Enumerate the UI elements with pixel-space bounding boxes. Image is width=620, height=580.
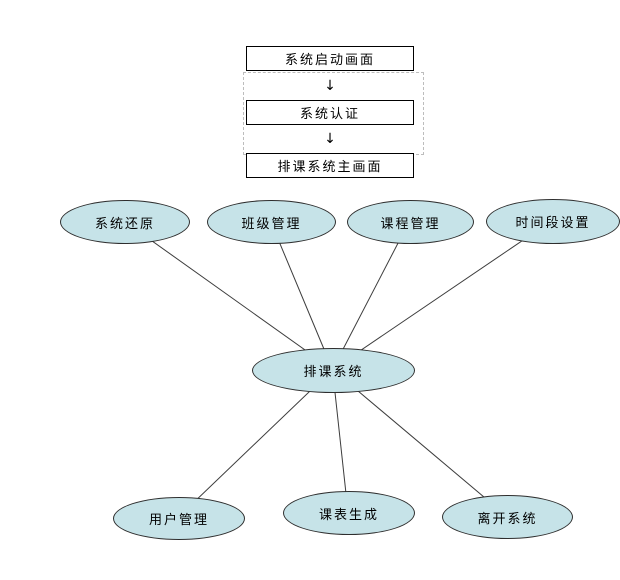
node-scheduling-system-center: 排课系统 xyxy=(252,348,415,393)
node-course-management: 课程管理 xyxy=(347,200,474,244)
node-exit-system: 离开系统 xyxy=(442,495,573,539)
flow-box-authentication: 系统认证 xyxy=(246,100,414,125)
down-arrow-icon: ↓ xyxy=(324,131,336,147)
node-label: 排课系统 xyxy=(303,365,364,380)
node-label: 课程管理 xyxy=(380,216,441,232)
node-user-management: 用户管理 xyxy=(113,497,245,540)
flow-box-startup-screen: 系统启动画面 xyxy=(246,46,414,71)
line-center-to-course xyxy=(332,220,410,370)
down-arrow-icon: ↓ xyxy=(324,78,336,94)
node-timeslot-settings: 时间段设置 xyxy=(486,199,620,244)
flow-box-main-screen: 排课系统主画面 xyxy=(246,153,414,178)
line-center-to-time xyxy=(332,220,553,370)
node-label: 离开系统 xyxy=(477,511,538,527)
flow-box-startup-label: 系统启动画面 xyxy=(284,53,375,68)
node-system-restore: 系统还原 xyxy=(60,200,190,244)
line-center-to-table xyxy=(332,369,349,513)
node-label: 系统还原 xyxy=(94,216,155,232)
line-center-to-user xyxy=(177,369,333,518)
node-label: 班级管理 xyxy=(241,216,302,232)
flow-box-main-screen-label: 排课系统主画面 xyxy=(277,160,383,175)
line-center-to-class xyxy=(270,220,333,370)
node-class-management: 班级管理 xyxy=(207,200,336,244)
node-label: 课表生成 xyxy=(318,507,379,523)
node-timetable-generation: 课表生成 xyxy=(283,491,415,535)
line-center-to-restore xyxy=(123,220,333,370)
node-label: 时间段设置 xyxy=(515,216,591,231)
line-center-to-exit xyxy=(332,369,507,517)
node-label: 用户管理 xyxy=(148,513,209,528)
flow-box-authentication-label: 系统认证 xyxy=(299,107,360,122)
